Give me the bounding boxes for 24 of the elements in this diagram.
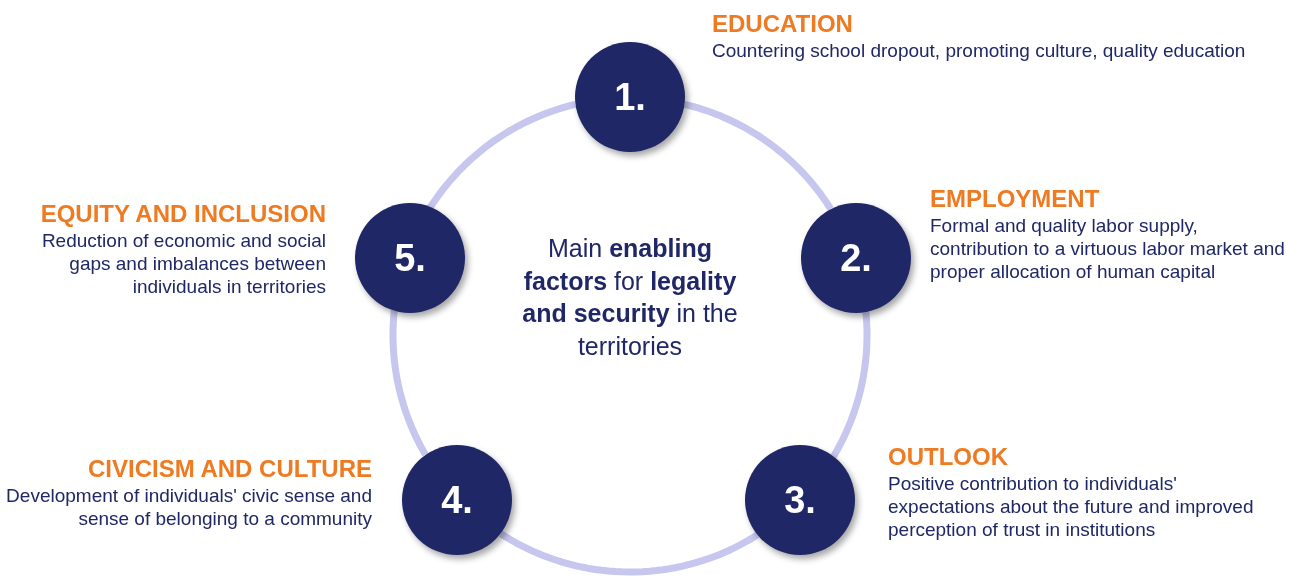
number-circle: [745, 445, 855, 555]
factor-description: Positive contribution to individuals' expectations about the future and improved perception of trust in institutions: [888, 471, 1255, 542]
ring-arc: [498, 530, 760, 576]
factor-description: Reduction of economic and social gaps and imbalances between individuals in territories: [40, 228, 326, 299]
factor-heading: EQUITY AND INCLUSION: [39, 200, 326, 229]
factor-heading: EMPLOYMENT: [930, 185, 1101, 214]
step-number: 1.: [614, 75, 646, 119]
ring-arc: [830, 312, 871, 459]
ring-arc: [427, 101, 577, 210]
ring-arc: [389, 310, 429, 457]
step-number: 4.: [441, 478, 473, 522]
ring-arc: [683, 101, 834, 211]
center-statement: Main enabling factors for legality and security in the territories: [521, 233, 739, 362]
factor-heading: EDUCATION: [712, 10, 854, 39]
factor-description: Countering school dropout, promoting culture, quality education: [712, 38, 1247, 62]
factor-description: Development of individuals' civic sense and sense of belonging to a community: [5, 483, 372, 531]
factor-heading: CIVICISM AND CULTURE: [87, 455, 372, 484]
number-circle: [402, 445, 512, 555]
step-number: 2.: [840, 236, 872, 280]
number-circle: [801, 203, 911, 313]
factor-description: Formal and quality labor supply, contribution to a virtuous labor market and proper allocation of human capital: [930, 213, 1286, 284]
factor-heading: OUTLOOK: [888, 443, 1009, 472]
step-number: 3.: [784, 478, 816, 522]
step-number: 5.: [394, 236, 426, 280]
